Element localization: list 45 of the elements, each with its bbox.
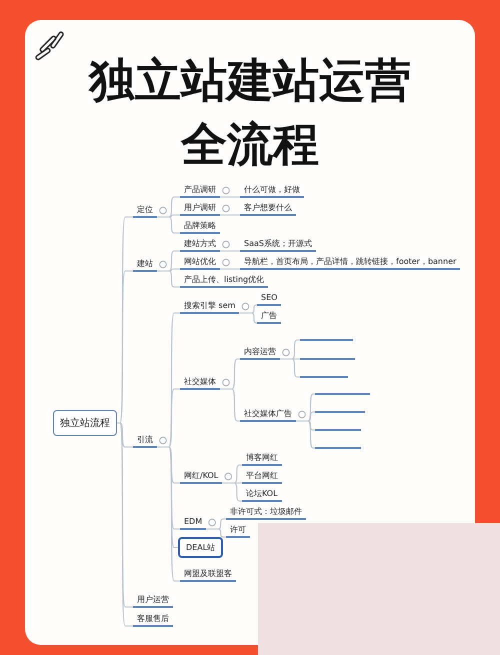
- branch-line: [220, 214, 240, 216]
- topic-label: 什么可做，好做: [240, 184, 304, 198]
- topic-label: 许可: [226, 524, 250, 538]
- topic-label: 网站优化: [180, 256, 220, 270]
- topic-label: 用户运营: [133, 594, 173, 608]
- topic-label: 社交媒体广告: [240, 408, 296, 422]
- topic-label: 客户想要什么: [240, 202, 296, 216]
- branch-line: [296, 420, 315, 449]
- topic-label: 网盟及联盟客: [180, 568, 236, 582]
- branch-line: [220, 196, 240, 198]
- topic-label: 网红/KOL: [180, 470, 222, 484]
- topic-label: SaaS系统；开源式: [240, 238, 316, 252]
- highlighted-topic-box: DEAL站: [178, 537, 224, 558]
- topic-label: 博客网红: [242, 452, 282, 466]
- topic-label: 导航栏，首页布局，产品详情，跳转链接，footer，banner: [240, 256, 460, 270]
- topic-label: 广告: [257, 310, 281, 324]
- topic-label: 产品上传、listing优化: [180, 274, 268, 288]
- topic-label: 品牌策略: [180, 220, 220, 234]
- title: 独立站建站运营全流程: [87, 52, 412, 173]
- topic-label: 内容运营: [240, 346, 280, 360]
- topic-label: EDM: [180, 516, 206, 530]
- topic-label: 搜索引擎 sem: [180, 300, 240, 314]
- topic-label: 客服售后: [133, 613, 173, 627]
- topic-label: 平台网红: [242, 470, 282, 484]
- branch-line: [280, 358, 300, 378]
- branch-line: [117, 270, 133, 424]
- topic-label: 非许可式：垃圾邮件: [226, 506, 306, 520]
- branch-line: [157, 270, 180, 288]
- topic-label: 引流: [133, 434, 157, 448]
- topic-label: 建站方式: [180, 238, 220, 252]
- branch-line: [220, 268, 240, 270]
- topic-label: 社交媒体: [180, 376, 220, 390]
- topic-label: 建站: [133, 258, 157, 272]
- branch-line: [157, 216, 180, 234]
- branch-line: [220, 250, 240, 252]
- branch-line: [239, 312, 258, 324]
- topic-label: 产品调研: [180, 184, 220, 198]
- branch-line: [157, 446, 180, 582]
- branch-line: [206, 528, 226, 538]
- root-box: 独立站流程: [53, 410, 117, 436]
- topic-label: 论坛KOL: [242, 488, 282, 502]
- topic-label: 用户调研: [180, 202, 220, 216]
- topic-label: 定位: [133, 204, 157, 218]
- topic-label: SEO: [257, 292, 282, 306]
- branch-line: [222, 482, 242, 502]
